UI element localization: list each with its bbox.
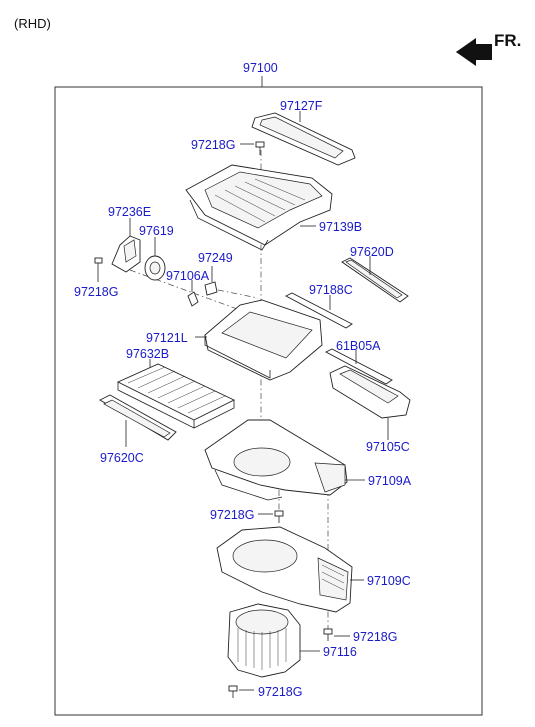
label-97218G-bottom: 97218G	[258, 685, 302, 699]
part-97139B-intake-duct	[185, 164, 333, 251]
part-97127F-gasket	[251, 112, 356, 166]
label-97139B: 97139B	[319, 220, 362, 234]
label-61B05A: 61B05A	[336, 339, 381, 353]
variant-label: (RHD)	[14, 16, 51, 31]
label-97619: 97619	[139, 224, 174, 238]
part-97106A-lever	[187, 291, 199, 307]
front-direction-label: FR.	[494, 31, 521, 50]
part-97121L-filter-housing	[204, 299, 323, 381]
label-97127F: 97127F	[280, 99, 323, 113]
label-97188C: 97188C	[309, 283, 353, 297]
part-97109C-lower-case	[216, 526, 353, 613]
label-97620D: 97620D	[350, 245, 394, 259]
label-97632B: 97632B	[126, 347, 169, 361]
part-97218G-screw-top	[255, 141, 265, 155]
label-97249: 97249	[198, 251, 233, 265]
part-61B05A-seal-strip	[325, 348, 393, 385]
label-97236E: 97236E	[108, 205, 151, 219]
part-97109A-upper-case	[204, 419, 348, 501]
part-97188C-seal-strip	[285, 292, 353, 329]
part-97218G-screw-right	[323, 628, 333, 641]
label-97116: 97116	[323, 645, 357, 659]
label-97109C: 97109C	[367, 574, 411, 588]
label-97218G-mid: 97218G	[210, 508, 254, 522]
label-97121L: 97121L	[146, 331, 188, 345]
label-97106A: 97106A	[166, 269, 210, 283]
part-97116-blower-motor	[227, 603, 301, 678]
part-97105C-duct	[329, 365, 411, 419]
part-97218G-screw-bottom	[228, 685, 238, 698]
part-97249-clip	[204, 281, 218, 296]
part-97236E-actuator	[111, 235, 141, 273]
assembly-frame	[54, 86, 483, 716]
label-97105C: 97105C	[366, 440, 410, 454]
label-97109A: 97109A	[368, 474, 412, 488]
part-97218G-screw-left	[94, 257, 103, 270]
label-97100: 97100	[243, 61, 278, 75]
label-97218G-top: 97218G	[191, 138, 235, 152]
label-97620C: 97620C	[100, 451, 144, 465]
part-97218G-screw-mid	[274, 510, 284, 523]
part-97620C-filter-frame	[99, 394, 177, 441]
part-97632B-cabin-filter	[116, 363, 236, 429]
front-arrow-icon	[456, 38, 492, 66]
part-97619-motor	[144, 255, 166, 281]
label-97218G-right: 97218G	[353, 630, 397, 644]
part-97620D-filter-frame	[341, 257, 409, 303]
label-97218G-left: 97218G	[74, 285, 118, 299]
